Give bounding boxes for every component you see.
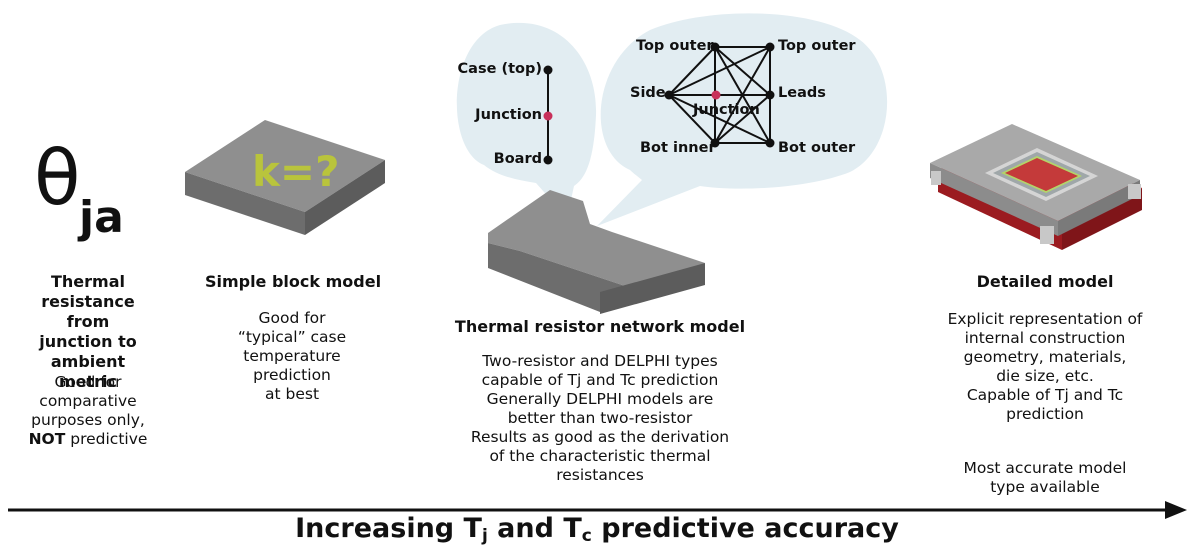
col3-title: Thermal resistor network model [454, 317, 746, 336]
col1-body-line: Good for [54, 373, 122, 391]
col3-body-line: Two-resistor and DELPHI types [482, 352, 718, 370]
predictive-text: predictive [65, 430, 148, 448]
axis-sub-c: c [581, 526, 592, 546]
col3-body-line: better than two-resistor [507, 409, 693, 427]
col1-body-line: comparative [39, 392, 137, 410]
two-resistor-network [543, 65, 553, 165]
col2-body-line: Good for [258, 309, 326, 327]
simple-block-front [185, 172, 305, 235]
simple-block [185, 120, 385, 235]
k-label: k=? [252, 147, 340, 196]
col4-body-line: Capable of Tj and Tc [966, 386, 1124, 404]
col2-body-line: at best [264, 385, 320, 403]
label-side: Side [630, 85, 666, 101]
col2-body-line: temperature [243, 347, 341, 365]
col3-body-line: resistances [556, 466, 644, 484]
node-bot-outer [765, 138, 775, 148]
label-delphi-junction: Junction [693, 102, 760, 118]
simple-block-top [185, 120, 385, 212]
col4-title: Detailed model [976, 272, 1114, 291]
col4-note: Most accurate model type available [920, 459, 1170, 497]
col4-body-line: prediction [1006, 405, 1084, 423]
col1-title-line: junction to [39, 332, 137, 351]
node-bot-inner [710, 138, 720, 148]
network-block-front [488, 243, 643, 312]
col1-body-last-line: NOT predictive [20, 430, 156, 449]
label-junction: Junction [475, 107, 542, 123]
theta-symbol: θ [34, 133, 81, 222]
label-bot-outer: Bot outer [778, 140, 856, 156]
node-leads [765, 90, 775, 100]
network-block [488, 190, 705, 314]
axis-label: Increasing Tj and Tc predictive accuracy [0, 512, 1194, 553]
label-board: Board [493, 151, 542, 167]
col4-body: Explicit representation of internal cons… [920, 310, 1170, 424]
node-board [543, 155, 553, 165]
accuracy-arrow [8, 501, 1187, 519]
col3-body-line: Generally DELPHI models are [486, 390, 714, 408]
col2-body: Good for “typical” case temperature pred… [222, 309, 362, 404]
col2-body-line: “typical” case [237, 328, 347, 346]
axis-prefix: Increasing T [295, 513, 482, 544]
axis-middle: and T [487, 513, 582, 544]
theta-subscript: ja [79, 192, 124, 243]
label-case-top: Case (top) [457, 61, 542, 77]
col4-note-line: type available [990, 478, 1100, 496]
col1-title: Thermal resistance from junction to ambi… [20, 272, 156, 392]
node-top-outer-left [710, 42, 720, 52]
label-bot-inner: Bot inner [640, 140, 716, 156]
two-resistor-bubble [456, 22, 597, 218]
axis-sub-j: j [481, 526, 488, 546]
label-top-outer-right: Top outer [778, 38, 856, 54]
node-side [664, 90, 674, 100]
col4-body-line: geometry, materials, [963, 348, 1127, 366]
label-top-outer-left: Top outer [636, 38, 714, 54]
simple-block-side [305, 160, 385, 235]
not-emphasis: NOT [28, 430, 66, 448]
node-junction [543, 111, 553, 121]
col3-body-line: Results as good as the derivation [470, 428, 730, 446]
col1-body-line: purposes only, [31, 411, 145, 429]
col3-body-line: of the characteristic thermal [489, 447, 711, 465]
col4-body-line: die size, etc. [996, 367, 1094, 385]
col1-title-line: ambient metric [50, 352, 126, 391]
col1-body: Good for comparative purposes only, NOT … [20, 373, 156, 449]
node-delphi-junction [711, 90, 721, 100]
col2-body-line: prediction [253, 366, 331, 384]
col4-note-line: Most accurate model [963, 459, 1127, 477]
col2-title: Simple block model [204, 272, 382, 291]
delphi-nodes [664, 42, 775, 148]
node-case-top [543, 65, 553, 75]
col1-title-line: Thermal [51, 272, 125, 291]
node-top-outer-right [765, 42, 775, 52]
network-block-side [600, 263, 705, 314]
col3-body: Two-resistor and DELPHI types capable of… [440, 352, 760, 485]
detailed-model [930, 124, 1142, 250]
label-leads: Leads [778, 85, 826, 101]
network-block-top [488, 190, 705, 292]
col3-body-line: capable of Tj and Tc prediction [481, 371, 719, 389]
col4-body-line: Explicit representation of [947, 310, 1143, 328]
axis-suffix: predictive accuracy [591, 513, 899, 544]
col1-title-line: resistance from [41, 292, 135, 331]
col4-body-line: internal construction [964, 329, 1126, 347]
